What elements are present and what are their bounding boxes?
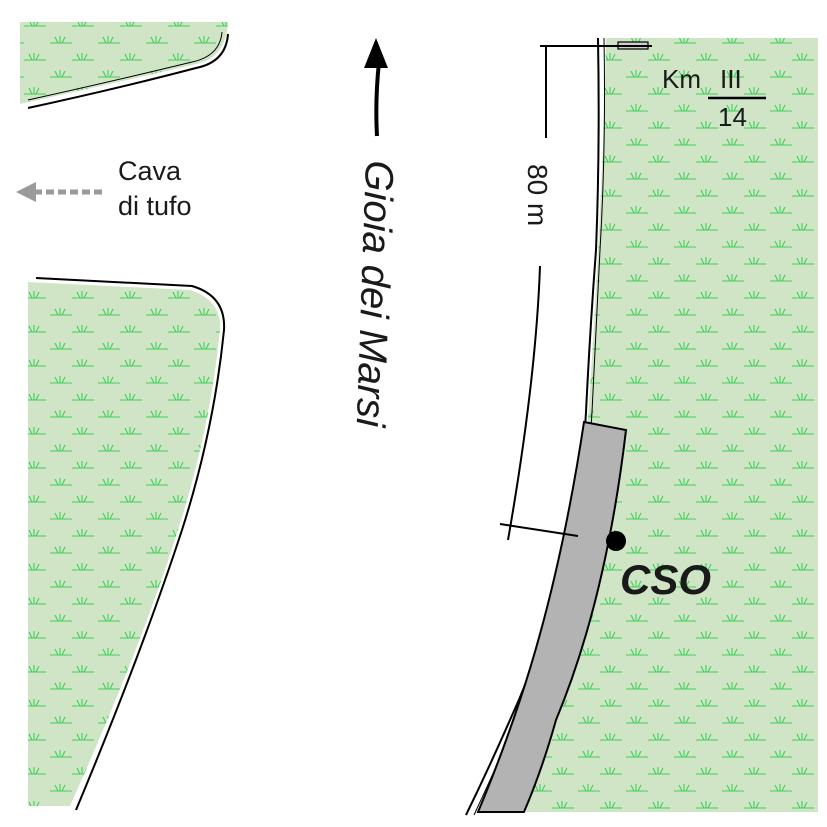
arrow-up-icon	[364, 38, 388, 137]
vegetation-pattern-top-left	[20, 22, 228, 104]
km-label-denominator: 14	[718, 102, 747, 132]
cava-label-line2: di tufo	[118, 191, 192, 221]
km-label-numerator: III	[720, 64, 742, 94]
distance-label: 80 m	[522, 164, 553, 226]
vegetation-pattern-right	[526, 38, 818, 812]
dimension-line	[499, 45, 652, 541]
station-label: CSO	[620, 556, 711, 603]
dashed-arrow-left-icon	[16, 182, 102, 202]
dot-icon	[606, 531, 626, 551]
km-label-prefix: Km	[662, 64, 701, 94]
vegetation-pattern-left	[28, 282, 221, 806]
structure-strip	[476, 420, 628, 813]
road-name-label: Gioia dei Marsi	[348, 160, 401, 429]
cava-label-line1: Cava	[118, 156, 182, 186]
